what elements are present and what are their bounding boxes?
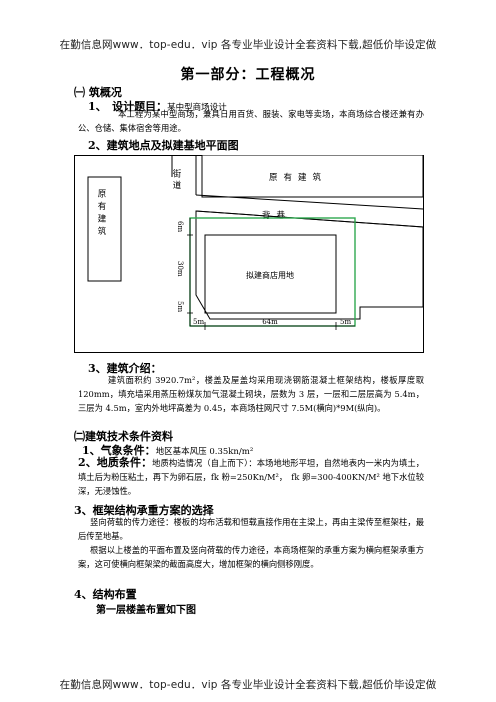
floor-layout-caption: 第一层楼盖布置如下图 [96,605,196,616]
structure-layout-heading: 4、结构布置 [74,588,137,601]
site-plan-heading: 2、建筑地点及拟建基地平面图 [88,139,239,152]
geology-text: 地质构造情况（自上而下）：本场地地形平坦，自然地表内一米内为填土，填土后为粉压粘… [78,458,424,496]
page-title: 第一部分：工程概况 [180,67,316,83]
geology-paragraph: 2、地质条件：地质构造情况（自上而下）：本场地地形平坦，自然地表内一米内为填土，… [78,456,424,498]
load-path-text: 竖向荷载的传力途径：楼板的均布活载和恒载直接作用在主梁上，再由主梁传至框架柱，最… [78,517,424,541]
header-banner: 在勤信息网www．top-edu．vip 各专业毕业设计全套资料下载,超低价毕设… [59,39,437,51]
project-description: 本工程为某中型商场，兼具日用百货、服装、家电等卖场，本商场综合楼还兼有办公、仓储… [78,109,424,133]
building-intro-text: 建筑面积约 3920.7m²，楼盖及屋盖均采用现浇钢筋混凝土框架结构，楼板厚度取… [78,375,424,413]
west-building-label: 原有建筑 [96,189,106,239]
design-title-line: 1、 设计题目：某中型商场设计 [88,98,227,114]
west-building [87,176,122,282]
load-scheme-text: 根据以上楼盖的平面布置及竖向荷载的传力途径，本商场框架的承重方案为横向框架承重方… [78,545,424,569]
climate-label: 1、气象条件： [82,444,156,457]
back-lane-label: 背巷 [262,210,291,221]
proposed-site-label: 拟建商店用地 [246,270,294,280]
dim-left-label: 5m [193,318,204,326]
climate-line: 1、气象条件：地区基本风压 0.35kn/m² [82,442,253,458]
dim-bottom-label: 5m [176,301,184,312]
dim-top-label: 6m [176,221,184,232]
design-title-label: 1、 设计题目： [88,100,168,113]
block-outline [195,210,424,320]
building-intro-heading: 3、建筑介绍： [88,362,162,375]
section-1-heading: ㈠ 筑概况 [74,86,122,99]
dim-right-label: 5m [340,318,351,326]
proposed-building [204,234,337,314]
climate-value: 地区基本风压 0.35kn/m² [155,447,254,457]
dim-mid-label: 30m [176,261,184,277]
site-plan-figure: 街道 原有建筑 背巷 原有建筑 拟建商店用地 6m 30m 5m 5m 64m … [74,155,424,353]
dim-width-label: 64m [262,318,278,326]
footer-banner: 在勤信息网www．top-edu．vip 各专业毕业设计全套资料下载,超低价毕设… [59,679,437,691]
geology-label: 2、地质条件： [78,456,153,469]
section-2-heading: ㈡建筑技术条件资料 [74,430,173,443]
road-label: 街道 [171,168,181,192]
load-scheme-heading: 3、框架结构承重方案的选择 [74,504,214,517]
lane-upper-edge [195,194,424,210]
north-building-label: 原有建筑 [269,172,327,183]
design-title-value: 某中型商场设计 [167,103,227,113]
north-building [201,155,424,198]
